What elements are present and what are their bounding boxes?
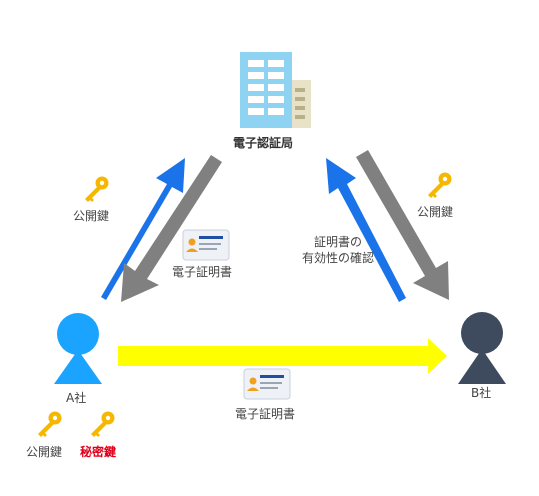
key-icon-right bbox=[428, 172, 452, 198]
verify-label-line1: 証明書の bbox=[313, 235, 362, 249]
key-icon-left bbox=[85, 176, 109, 202]
verify-label-line2: 有効性の確認 bbox=[301, 251, 374, 265]
a-public-key-label: 公開鍵 bbox=[26, 445, 63, 459]
building-icon bbox=[240, 52, 311, 128]
public-key-label-right: 公開鍵 bbox=[417, 205, 454, 219]
key-icon-a-public bbox=[38, 411, 62, 437]
certificate-label-center: 電子証明書 bbox=[172, 265, 233, 279]
key-icon-a-private bbox=[91, 411, 115, 437]
company-b-label: B社 bbox=[471, 386, 492, 400]
gray-arrow-left bbox=[121, 155, 222, 302]
blue-arrow-right bbox=[326, 158, 406, 302]
yellow-arrow bbox=[118, 338, 447, 374]
person-a-icon bbox=[54, 313, 102, 384]
blue-arrow-left bbox=[101, 158, 185, 300]
gray-arrow-right bbox=[356, 150, 449, 300]
person-b-icon bbox=[458, 312, 506, 384]
certificate-label-bottom: 電子証明書 bbox=[235, 407, 296, 421]
public-key-label-left: 公開鍵 bbox=[73, 209, 110, 223]
a-private-key-label: 秘密鍵 bbox=[80, 445, 117, 459]
certificate-icon-center bbox=[182, 229, 230, 261]
company-a-label: A社 bbox=[66, 391, 87, 405]
authority-label: 電子認証局 bbox=[233, 136, 294, 150]
certificate-icon-bottom bbox=[243, 368, 291, 400]
